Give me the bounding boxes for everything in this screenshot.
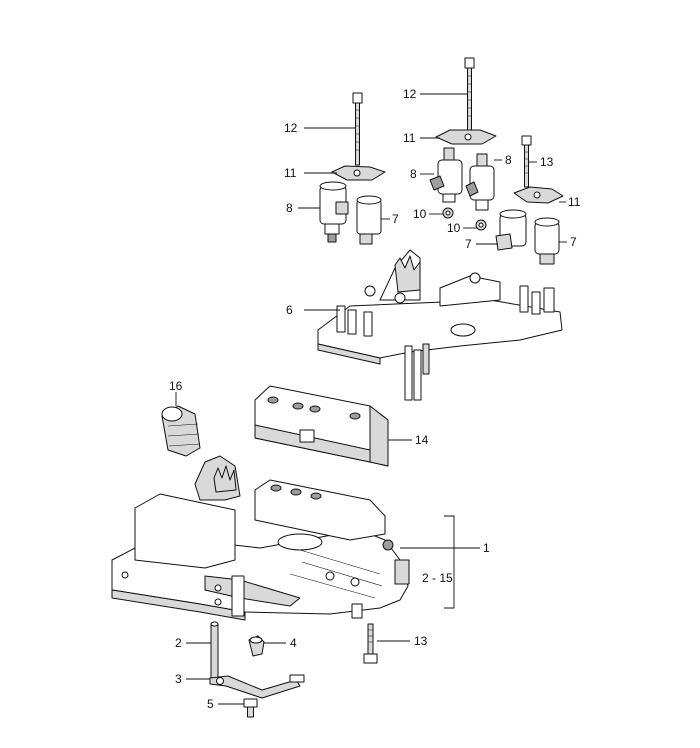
screw-plug-4	[248, 635, 265, 657]
screw-5	[243, 698, 258, 718]
callout-14: 14	[415, 433, 429, 447]
callout-8-left: 8	[286, 201, 293, 215]
callout-7-left: 7	[392, 212, 399, 226]
callout-8-right: 8	[505, 153, 512, 167]
callout-2-15: 2 - 15	[422, 571, 453, 585]
solenoid-valve-8-mid	[429, 147, 463, 203]
callout-4: 4	[290, 636, 297, 650]
solenoid-valve-8-left	[319, 181, 349, 243]
callout-6: 6	[286, 303, 293, 317]
clamp-11-left	[331, 165, 386, 181]
plug-16	[161, 405, 201, 457]
solenoid-valve-7-left	[356, 195, 382, 245]
callout-12-left: 12	[284, 121, 298, 135]
clamp-11-top	[435, 129, 497, 145]
support-plate-6	[317, 249, 563, 401]
cover-14	[254, 385, 389, 467]
valve-body-1	[111, 455, 410, 621]
solenoid-valve-8-right	[465, 153, 495, 211]
clamp-11-right	[513, 186, 564, 204]
callout-13-upper: 13	[540, 155, 554, 169]
callout-11-left: 11	[284, 166, 297, 180]
callout-5: 5	[207, 697, 214, 711]
callout-7-mid: 7	[465, 237, 472, 251]
solenoid-valve-7-right	[534, 217, 560, 265]
callout-16: 16	[169, 379, 183, 393]
bolt-12-right	[464, 57, 475, 135]
callout-11-top: 11	[403, 131, 416, 145]
callout-2: 2	[175, 636, 182, 650]
o-ring-10-upper	[442, 207, 454, 219]
bolt-12-left	[352, 92, 363, 166]
pin-2	[210, 621, 219, 681]
callout-13-lower: 13	[414, 634, 428, 648]
bolt-13-upper	[521, 135, 532, 188]
callout-7-right: 7	[570, 235, 577, 249]
leader-lines	[175, 93, 567, 705]
callout-11-right: 11	[568, 195, 581, 209]
detent-lever-3	[209, 674, 305, 699]
bolt-13-lower	[363, 623, 378, 664]
callout-8-mid: 8	[410, 167, 417, 181]
solenoid-valve-7-mid	[495, 209, 527, 251]
callout-12-right: 12	[403, 87, 417, 101]
callout-labels: 12 11 8 7 6 12 11 8 8 10 10 13 11 7 7 16…	[169, 87, 581, 711]
callout-10-upper: 10	[413, 207, 427, 221]
callout-1: 1	[483, 541, 490, 555]
o-ring-10-lower	[475, 219, 487, 231]
callout-3: 3	[175, 672, 182, 686]
callout-10-lower: 10	[447, 221, 461, 235]
